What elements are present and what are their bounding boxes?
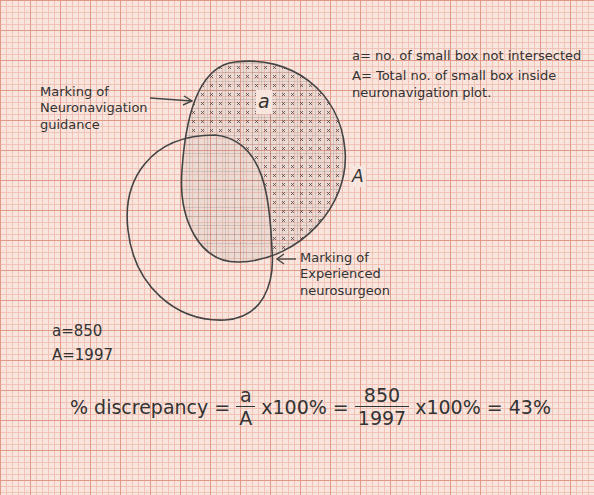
denominator: 1997 (355, 406, 409, 429)
value-note: a=850 (52, 322, 172, 341)
outline-shape (170, 50, 370, 275)
region-outline: aA (170, 50, 370, 275)
leader-arrow (150, 98, 192, 101)
formula-text: % discrepancy = (70, 396, 230, 418)
formula-text: x100% = (261, 396, 349, 418)
value-note: A=1997 (52, 346, 172, 365)
definition-note: a= no. of small box not intersected (352, 48, 588, 64)
formula: % discrepancy =aAx100% =8501997x100% = 4… (70, 384, 551, 429)
callout-label: Marking of Experienced neurosurgeon (300, 250, 412, 299)
formula-result: x100% = 43% (415, 396, 551, 418)
callout-label: Marking of Neuronavigation guidance (40, 84, 160, 133)
numerator: 850 (361, 384, 403, 406)
fraction: 8501997 (355, 384, 409, 429)
numerator: a (237, 384, 255, 406)
leader-arrow (277, 258, 296, 259)
fraction: aA (236, 384, 255, 429)
area-symbol: a (256, 90, 272, 114)
denominator: A (236, 406, 255, 429)
definition-note: A= Total no. of small box inside neurona… (352, 68, 588, 101)
area-symbol: A (350, 166, 366, 187)
